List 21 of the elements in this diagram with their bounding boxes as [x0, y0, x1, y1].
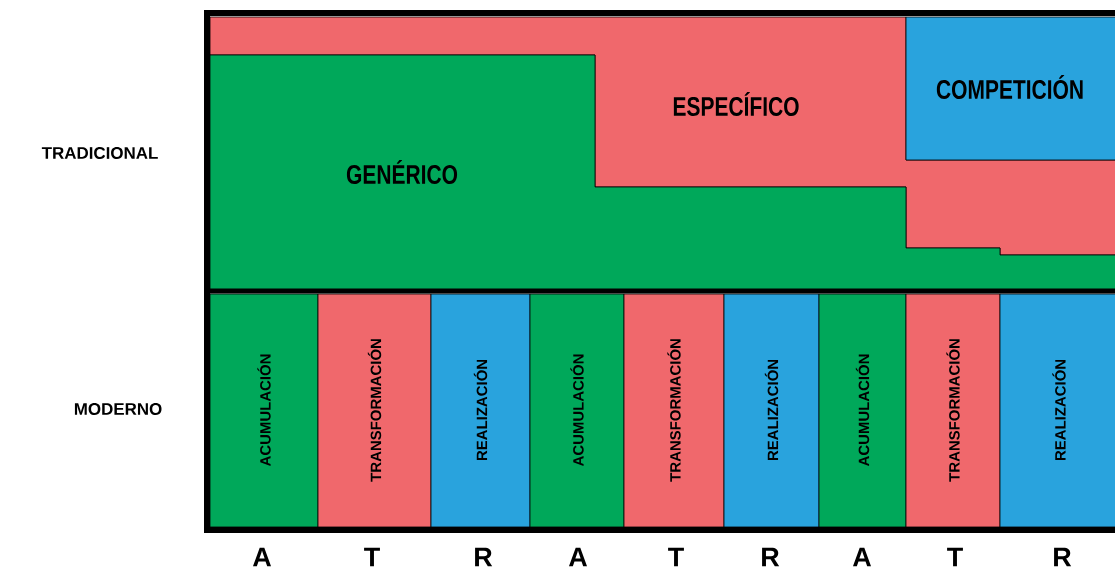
phase-region: COMPETICIÓN — [905, 16, 1115, 161]
row-label: MODERNO — [74, 403, 162, 415]
column-letter: T — [668, 547, 684, 567]
phase-column: TRANSFORMACIÓN — [905, 293, 1001, 528]
phase-column: TRANSFORMACIÓN — [623, 293, 725, 528]
column-letter: R — [1054, 547, 1072, 567]
phase-column: REALIZACIÓN — [430, 293, 531, 528]
phase-column: REALIZACIÓN — [723, 293, 820, 528]
column-letter: T — [947, 547, 963, 567]
column-letter: R — [475, 547, 493, 567]
phase-column: TRANSFORMACIÓN — [317, 293, 432, 528]
column-letter: A — [252, 547, 271, 567]
phase-column: ACUMULACIÓN — [818, 293, 907, 528]
column-letter: T — [364, 547, 380, 567]
column-letter: A — [568, 547, 587, 567]
phase-column: ACUMULACIÓN — [209, 293, 319, 528]
phase-column: REALIZACIÓN — [999, 293, 1115, 528]
row-label: TRADICIONAL — [41, 147, 158, 159]
phase-column: ACUMULACIÓN — [529, 293, 625, 528]
column-letter: R — [762, 547, 780, 567]
column-letter: A — [852, 547, 871, 567]
